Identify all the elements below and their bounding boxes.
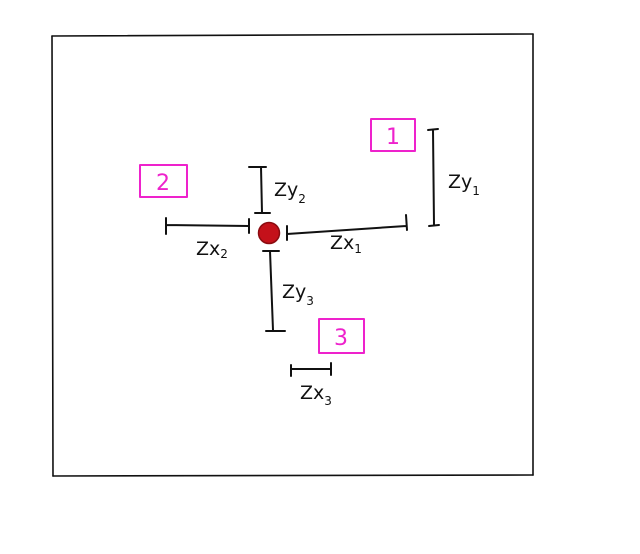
box-3: 3 <box>318 318 365 354</box>
zx3-measure: Zx3 <box>290 362 332 408</box>
box-2-number: 2 <box>156 171 170 196</box>
zx1-label: Zx1 <box>330 232 362 256</box>
box-2-frame <box>139 164 188 198</box>
box-2: 2 <box>139 164 188 198</box>
box-1-number: 1 <box>386 125 400 150</box>
zx3-label: Zx3 <box>300 382 332 408</box>
zy2-label: Zy2 <box>274 179 306 206</box>
zx2-label: Zx2 <box>196 238 228 261</box>
zx1-measure: Zx1 <box>286 214 408 256</box>
box-3-frame <box>318 318 365 354</box>
red-dot-icon <box>257 221 281 245</box>
zy3-measure: Zy3 <box>262 250 314 332</box>
zy2-measure: Zy2 <box>248 166 306 214</box>
box-1-frame <box>370 118 416 152</box>
zy1-label: Zy1 <box>448 171 480 198</box>
box-3-number: 3 <box>334 326 348 351</box>
zy3-label: Zy3 <box>282 281 314 308</box>
frame <box>51 33 534 477</box>
zx2-measure: Zx2 <box>165 217 250 261</box>
zy1-measure: Zy1 <box>427 128 480 227</box>
box-1: 1 <box>370 118 416 152</box>
